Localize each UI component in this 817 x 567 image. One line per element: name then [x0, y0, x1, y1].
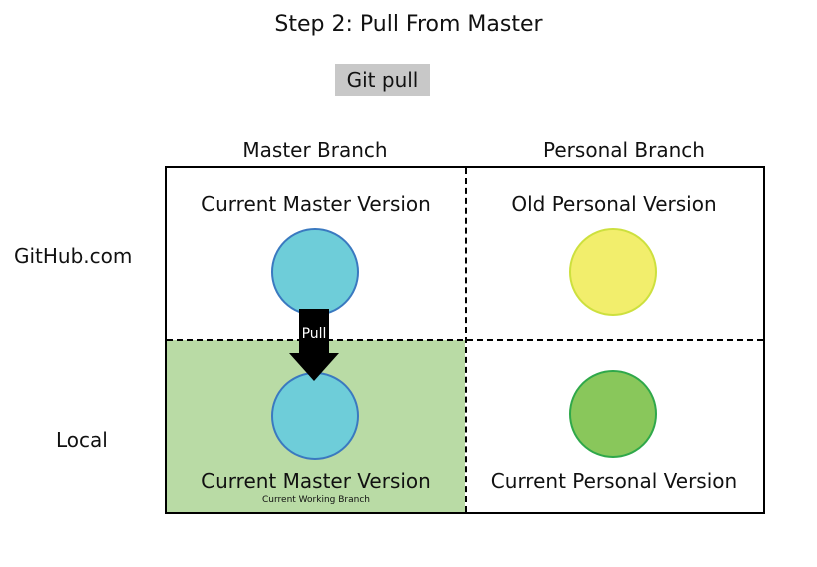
local-master-version-node — [271, 372, 359, 460]
local-personal-version-node — [569, 370, 657, 458]
git-command-label: Git pull — [335, 64, 430, 96]
current-working-branch-note: Current Working Branch — [262, 495, 370, 505]
github-master-version-node — [271, 228, 359, 316]
pull-arrow-label: Pull — [301, 326, 327, 342]
row-label-github: GitHub.com — [14, 244, 133, 268]
github-master-version-label: Current Master Version — [201, 192, 431, 216]
column-divider — [465, 168, 467, 512]
github-personal-version-node — [569, 228, 657, 316]
github-personal-version-label: Old Personal Version — [511, 192, 717, 216]
column-header-personal: Personal Branch — [543, 138, 705, 162]
row-label-local: Local — [56, 428, 108, 452]
pull-arrow-head-icon — [289, 353, 339, 381]
branch-grid — [165, 166, 765, 514]
diagram-title: Step 2: Pull From Master — [274, 12, 543, 37]
local-master-version-label: Current Master Version — [201, 469, 431, 493]
pull-arrow-shaft — [299, 309, 329, 354]
local-personal-version-label: Current Personal Version — [490, 469, 738, 493]
column-header-master: Master Branch — [242, 138, 388, 162]
